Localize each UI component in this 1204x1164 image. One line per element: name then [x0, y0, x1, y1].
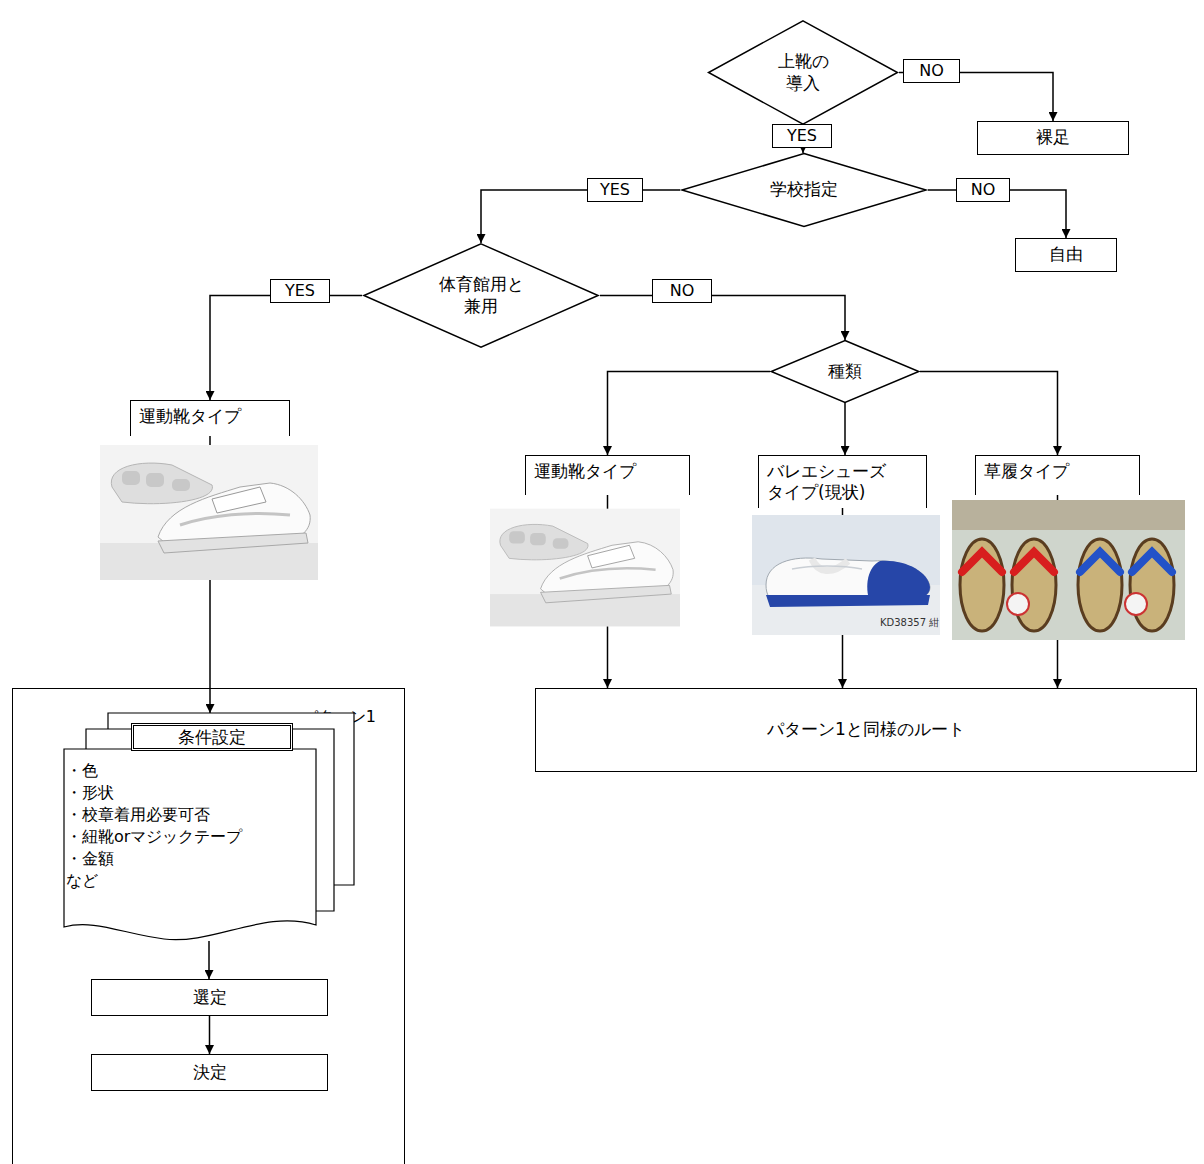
branch-label: NO: [956, 178, 1010, 202]
node-label: 運動靴タイプ: [139, 406, 241, 427]
document-heading: 条件設定: [131, 723, 293, 751]
connector-line: [210, 296, 362, 401]
photo-caption: KD38357 紺: [880, 616, 939, 630]
pattern-frame: パターン1条件設定・色・形状・校章着用必要可否・紐靴orマジックテープ・金額など…: [12, 688, 405, 1164]
condition-item: ・形状: [66, 783, 114, 803]
type-label: バレエシューズ タイプ(現状): [758, 455, 927, 508]
process-box: 選定: [91, 979, 328, 1016]
node-label: 裸足: [1036, 127, 1070, 148]
node-label: 上靴の 導入: [768, 51, 838, 94]
type-label: 運動靴タイプ: [525, 455, 690, 495]
condition-item: ・金額: [66, 849, 114, 869]
document-page: [64, 749, 316, 940]
node-label: パターン1と同様のルート: [767, 719, 965, 740]
connector-line: [600, 296, 845, 341]
condition-item: ・校章着用必要可否: [66, 805, 210, 825]
branch-label: YES: [587, 178, 643, 202]
document-stack: 条件設定・色・形状・校章着用必要可否・紐靴orマジックテープ・金額など: [64, 713, 354, 941]
zori-photo: [952, 500, 1185, 640]
connector-line: [208, 941, 210, 979]
connector-line: [844, 403, 846, 455]
condition-item: ・色: [66, 761, 98, 781]
process-box: 決定: [91, 1054, 328, 1091]
process-box: 裸足: [977, 121, 1129, 155]
node-label: 種類: [828, 361, 862, 382]
node-label: 自由: [1049, 244, 1083, 265]
node-label: 決定: [193, 1062, 227, 1083]
decision-diamond: 学校指定: [680, 153, 928, 227]
process-box: パターン1と同様のルート: [535, 688, 1197, 772]
decision-diamond: 上靴の 導入: [707, 20, 899, 125]
branch-label: NO: [652, 279, 712, 303]
connector-line: [209, 1016, 211, 1054]
branch-label: YES: [772, 124, 832, 148]
node-label: バレエシューズ タイプ(現状): [767, 461, 917, 504]
diamond-shape: [364, 244, 598, 347]
node-label: 体育館用と 兼用: [435, 274, 527, 317]
process-box: 自由: [1015, 238, 1117, 272]
decision-diamond: 種類: [770, 340, 920, 403]
connector-line: [481, 190, 680, 243]
type-label: 運動靴タイプ: [130, 400, 290, 436]
node-label: 草履タイプ: [984, 461, 1069, 482]
sneaker-photo: [490, 505, 680, 630]
diamond-shape: [682, 154, 926, 227]
branch-label: YES: [270, 279, 330, 303]
type-label: 草履タイプ: [975, 455, 1140, 495]
diamond-shape: [771, 341, 919, 403]
node-label: 選定: [193, 987, 227, 1008]
connector-line: [920, 372, 1058, 456]
diamond-shape: [709, 21, 898, 124]
node-label: 運動靴タイプ: [534, 461, 636, 482]
condition-item: ・紐靴orマジックテープ: [66, 827, 242, 847]
branch-label: NO: [903, 59, 960, 83]
decision-diamond: 体育館用と 兼用: [362, 243, 600, 348]
condition-item: など: [66, 871, 98, 891]
sneaker-photo: [100, 445, 318, 580]
connector-line: [608, 372, 771, 456]
node-label: 学校指定: [770, 179, 838, 200]
